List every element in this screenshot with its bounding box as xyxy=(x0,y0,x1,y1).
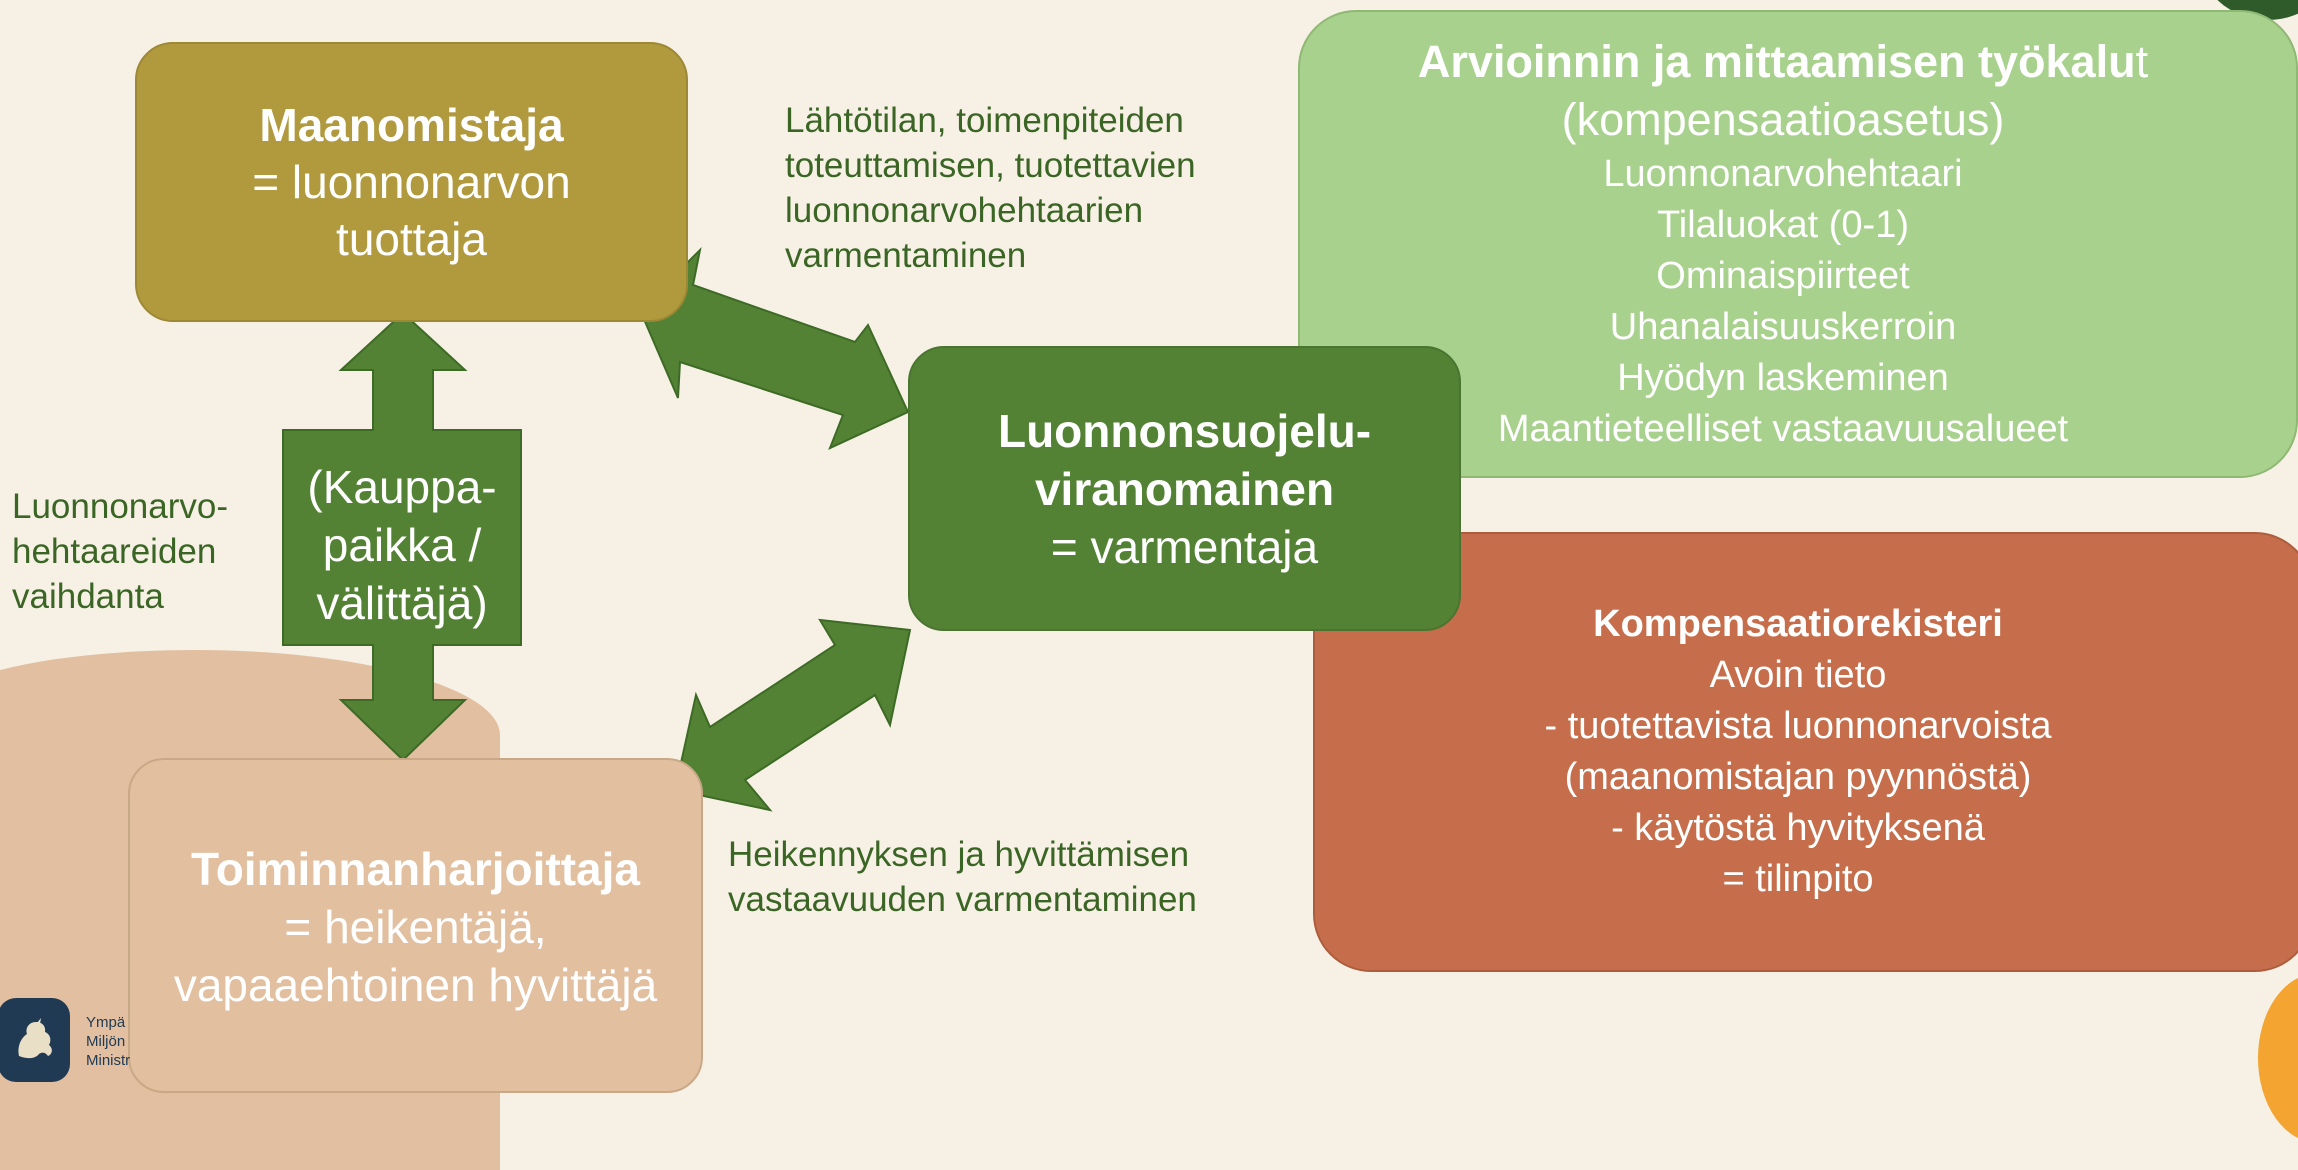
marketplace-line: paikka / xyxy=(322,519,482,571)
operator-line: vapaaehtoinen hyvittäjä xyxy=(173,959,658,1011)
operator-box: Toiminnanharjoittaja = heikentäjä, vapaa… xyxy=(128,758,703,1093)
label-line: vastaavuuden varmentaminen xyxy=(728,880,1197,919)
tools-item: Uhanalaisuuskerroin xyxy=(1609,306,1957,348)
verification-label-bottom: Heikennyksen ja hyvittämisen vastaavuude… xyxy=(728,832,1197,922)
authority-line: = varmentaja xyxy=(1050,520,1319,573)
marketplace-label: (Kauppa- paikka / välittäjä) xyxy=(283,458,521,632)
logo-line: Ympä xyxy=(86,1014,126,1031)
marketplace-line: (Kauppa- xyxy=(307,461,497,513)
tools-subtitle: (kompensaatioasetus) xyxy=(1561,94,2005,145)
diagram-arrows xyxy=(282,246,912,812)
register-title: Kompensaatiorekisteri xyxy=(1593,603,2003,645)
landowner-title: Maanomistaja xyxy=(259,98,564,151)
tools-item: Luonnonarvohehtaari xyxy=(1603,153,1963,195)
marketplace-line: välittäjä) xyxy=(316,577,488,629)
ministry-lion-logo-icon xyxy=(0,998,70,1082)
landowner-box: Maanomistaja = luonnonarvon tuottaja xyxy=(135,42,688,322)
register-line: Avoin tieto xyxy=(1709,654,1887,696)
register-line: - tuotettavista luonnonarvoista xyxy=(1544,705,2052,747)
verification-label-top: Lähtötilan, toimenpiteiden toteuttamisen… xyxy=(785,98,1196,278)
label-line: vaihdanta xyxy=(12,577,164,616)
operator-title: Toiminnanharjoittaja xyxy=(191,843,640,895)
label-line: Lähtötilan, toimenpiteiden xyxy=(785,101,1184,140)
authority-box: Luonnonsuojelu- viranomainen = varmentaj… xyxy=(908,346,1461,631)
landowner-line: = luonnonarvon xyxy=(252,155,571,208)
logo-line: Ministr xyxy=(86,1052,131,1069)
authority-title: viranomainen xyxy=(1034,462,1335,515)
label-line: hehtaareiden xyxy=(12,532,217,571)
label-line: toteuttamisen, tuotettavien xyxy=(785,146,1196,185)
authority-title: Luonnonsuojelu- xyxy=(997,404,1372,457)
operator-line: = heikentäjä, xyxy=(284,901,547,953)
double-arrow-operator-authority xyxy=(673,618,912,812)
landowner-line: tuottaja xyxy=(336,212,487,265)
tools-item: Hyödyn laskeminen xyxy=(1617,357,1949,399)
register-line: - käytöstä hyvityksenä xyxy=(1611,807,1985,849)
compensation-register-box: Kompensaatiorekisteri Avoin tieto - tuot… xyxy=(1313,532,2298,972)
tools-item: Ominaispiirteet xyxy=(1656,255,1910,297)
ministry-name-text: Ympä Miljön Ministr xyxy=(86,1013,130,1070)
trade-label: Luonnonarvo- hehtaareiden vaihdanta xyxy=(12,484,228,619)
logo-line: Miljön xyxy=(86,1033,126,1050)
label-line: luonnonarvohehtaarien xyxy=(785,191,1144,230)
label-line: Luonnonarvo- xyxy=(12,487,228,526)
register-line: = tilinpito xyxy=(1722,858,1874,900)
register-line: (maanomistajan pyynnöstä) xyxy=(1564,756,2032,798)
tools-item: Tilaluokat (0-1) xyxy=(1656,204,1909,246)
assessment-tools-box: Arvioinnin ja mittaamisen työkalut (komp… xyxy=(1298,10,2298,478)
label-line: Heikennyksen ja hyvittämisen xyxy=(728,835,1190,874)
label-line: varmentaminen xyxy=(785,236,1027,275)
tools-item: Maantieteelliset vastaavuusalueet xyxy=(1497,408,2069,450)
lion-icon xyxy=(18,1018,52,1059)
tools-title: Arvioinnin ja mittaamisen työkalut xyxy=(1417,36,2149,87)
